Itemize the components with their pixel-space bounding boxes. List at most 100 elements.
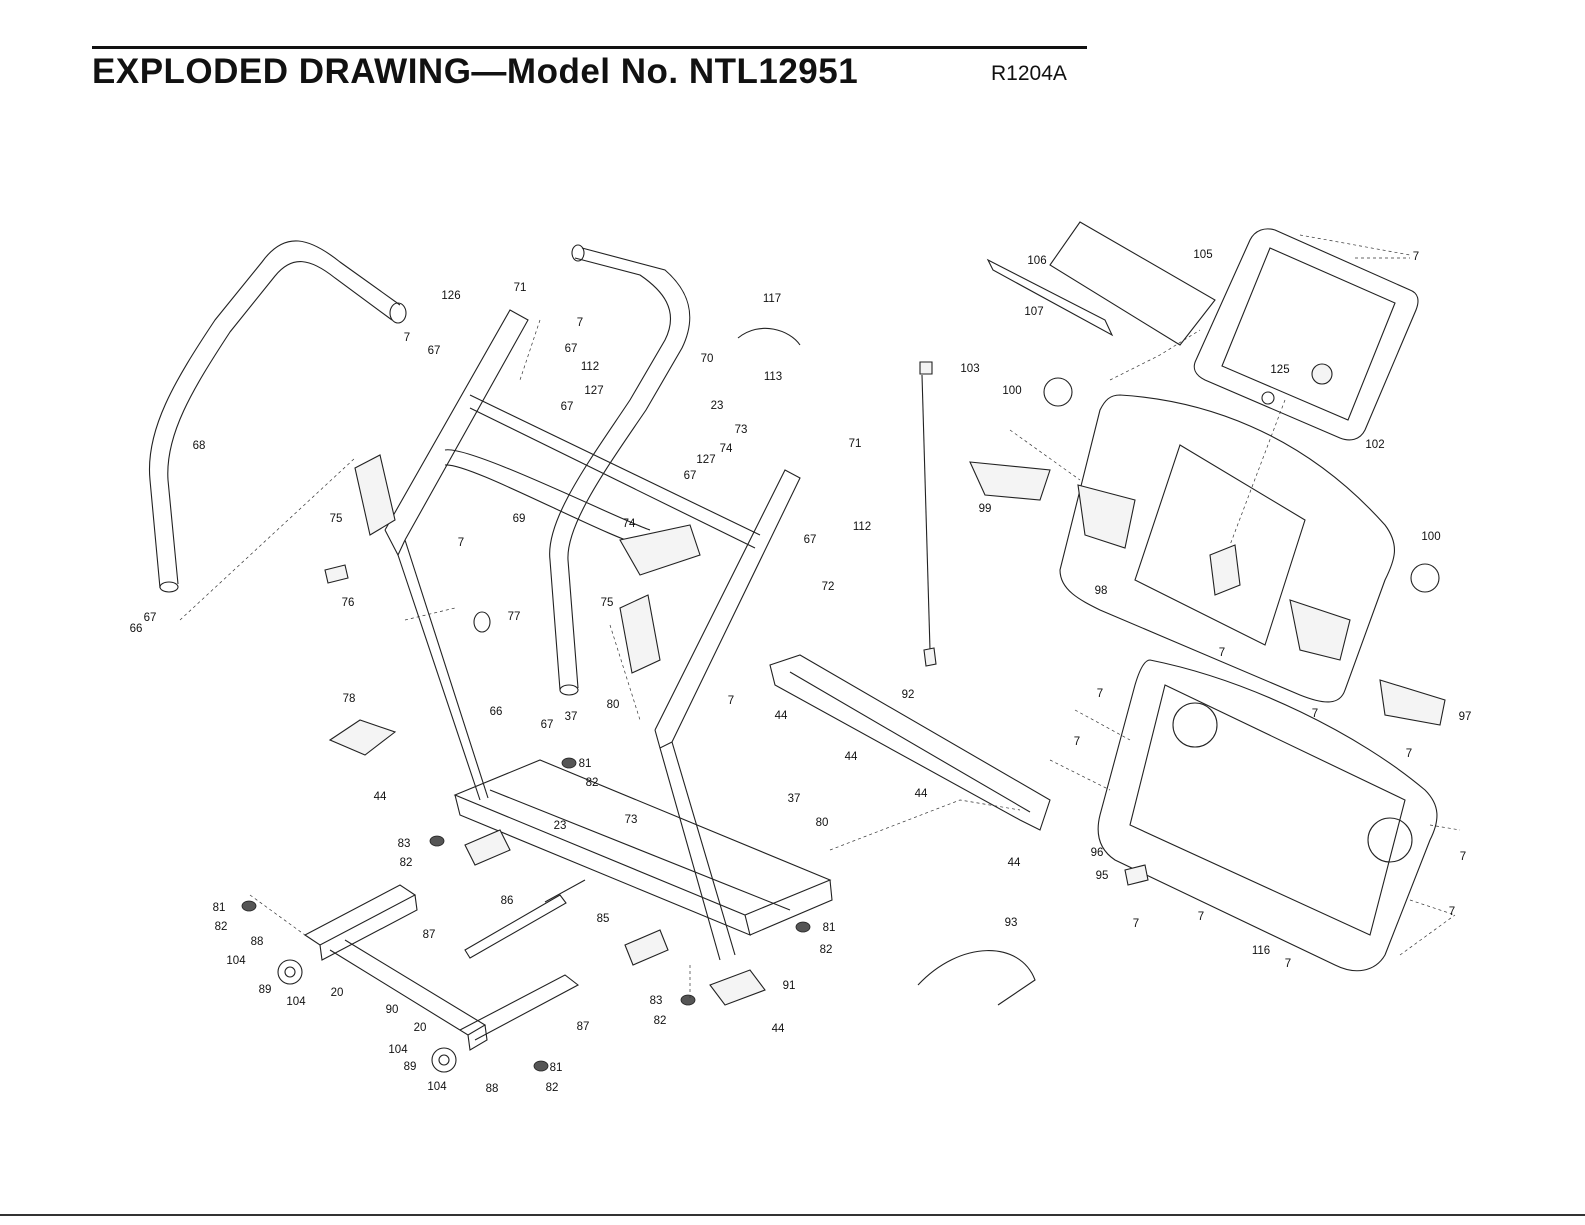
part-callout: 99 — [979, 503, 992, 515]
part-callout: 66 — [490, 706, 503, 718]
part-callout: 78 — [343, 693, 356, 705]
part-callout: 98 — [1095, 585, 1108, 597]
wire-117 — [737, 327, 801, 346]
part-callout: 105 — [1193, 249, 1212, 261]
trays — [969, 461, 1446, 726]
part-callout: 7 — [1133, 918, 1139, 930]
part-callout: 112 — [581, 361, 599, 373]
cable-93 — [917, 950, 1036, 1006]
part-callout: 126 — [441, 290, 460, 302]
part-callout: 71 — [849, 438, 862, 450]
part-callout: 82 — [654, 1015, 667, 1027]
part-callout: 86 — [501, 895, 514, 907]
motor-hood-96 — [1097, 659, 1438, 972]
handrail-68 — [148, 240, 407, 593]
header-rule — [92, 46, 1087, 49]
part-callout: 7 — [1074, 736, 1080, 748]
part-callout: 117 — [763, 293, 781, 305]
part-callout: 104 — [226, 955, 246, 967]
part-callout: 77 — [508, 611, 521, 623]
part-callout: 7 — [404, 332, 410, 344]
part-callout: 20 — [331, 987, 344, 999]
part-callout: 7 — [1219, 647, 1225, 659]
part-callout: 87 — [577, 1021, 590, 1033]
part-callout: 81 — [579, 758, 592, 770]
part-callout: 20 — [414, 1022, 427, 1034]
base-frame — [453, 759, 833, 966]
revision-code: R1204A — [991, 62, 1067, 85]
part-callout: 104 — [286, 996, 306, 1008]
console-base-98 — [1059, 394, 1395, 703]
part-callout: 127 — [584, 385, 603, 397]
part-callout: 73 — [625, 814, 638, 826]
part-callout: 7 — [1406, 748, 1412, 760]
part-callout: 74 — [720, 443, 733, 455]
part-callout: 75 — [601, 597, 614, 609]
part-callout: 7 — [1198, 911, 1204, 923]
part-callout: 37 — [565, 711, 578, 723]
part-callout: 89 — [259, 984, 272, 996]
part-callout: 69 — [513, 513, 526, 525]
part-callout: 7 — [1285, 958, 1291, 970]
part-callout: 100 — [1421, 531, 1440, 543]
part-callout: 89 — [404, 1061, 417, 1073]
part-callout: 67 — [541, 719, 554, 731]
part-callout: 72 — [822, 581, 835, 593]
part-callout: 66 — [130, 623, 143, 635]
lift-cylinder-86 — [464, 879, 586, 959]
part-callout: 44 — [374, 791, 387, 803]
console-panel-106 — [986, 221, 1216, 346]
part-callout: 74 — [623, 518, 636, 530]
part-callout: 113 — [764, 371, 782, 383]
part-callout: 97 — [1459, 711, 1472, 723]
part-callout: 76 — [342, 597, 355, 609]
part-callout: 116 — [1252, 945, 1270, 957]
part-callout: 88 — [486, 1083, 499, 1095]
part-callout: 23 — [711, 400, 724, 412]
part-callout: 83 — [650, 995, 663, 1007]
part-callout: 73 — [735, 424, 748, 436]
part-callout: 81 — [550, 1062, 563, 1074]
part-callout: 67 — [804, 534, 817, 546]
part-callout: 44 — [915, 788, 928, 800]
small-components — [324, 454, 766, 1006]
part-callout: 100 — [1002, 385, 1021, 397]
part-callout: 95 — [1096, 870, 1109, 882]
part-callout: 88 — [251, 936, 264, 948]
page-title: EXPLODED DRAWING—Model No. NTL12951 — [92, 52, 859, 91]
part-callout: 7 — [458, 537, 464, 549]
part-callout: 7 — [1413, 251, 1419, 263]
part-callout: 96 — [1091, 847, 1104, 859]
part-callout: 81 — [823, 922, 836, 934]
part-callout: 44 — [845, 751, 858, 763]
part-callout: 71 — [514, 282, 527, 294]
part-callout: 82 — [586, 777, 599, 789]
lower-base-90 — [303, 884, 580, 1051]
part-callout: 44 — [775, 710, 788, 722]
part-callout: 67 — [684, 470, 697, 482]
part-callout: 70 — [701, 353, 714, 365]
part-callout: 80 — [607, 699, 620, 711]
part-callout: 91 — [783, 980, 796, 992]
part-callout: 90 — [386, 1004, 399, 1016]
fans — [1043, 377, 1440, 593]
rear-cover-92 — [769, 654, 1051, 831]
handrail-70 — [549, 244, 691, 696]
part-callout: 37 — [788, 793, 801, 805]
part-callout: 103 — [960, 363, 979, 375]
part-callout: 67 — [144, 612, 157, 624]
part-callout: 7 — [1449, 906, 1455, 918]
part-callout: 7 — [1097, 688, 1103, 700]
part-callout: 82 — [546, 1082, 559, 1094]
part-callout: 44 — [1008, 857, 1021, 869]
part-callout: 127 — [696, 454, 715, 466]
part-callout: 82 — [215, 921, 228, 933]
part-callout: 106 — [1027, 255, 1046, 267]
part-callout: 67 — [428, 345, 441, 357]
part-callout: 81 — [213, 902, 226, 914]
cable-103 — [919, 361, 937, 667]
part-callout: 87 — [423, 929, 436, 941]
upright-frame — [384, 309, 801, 961]
part-callout: 104 — [388, 1044, 408, 1056]
